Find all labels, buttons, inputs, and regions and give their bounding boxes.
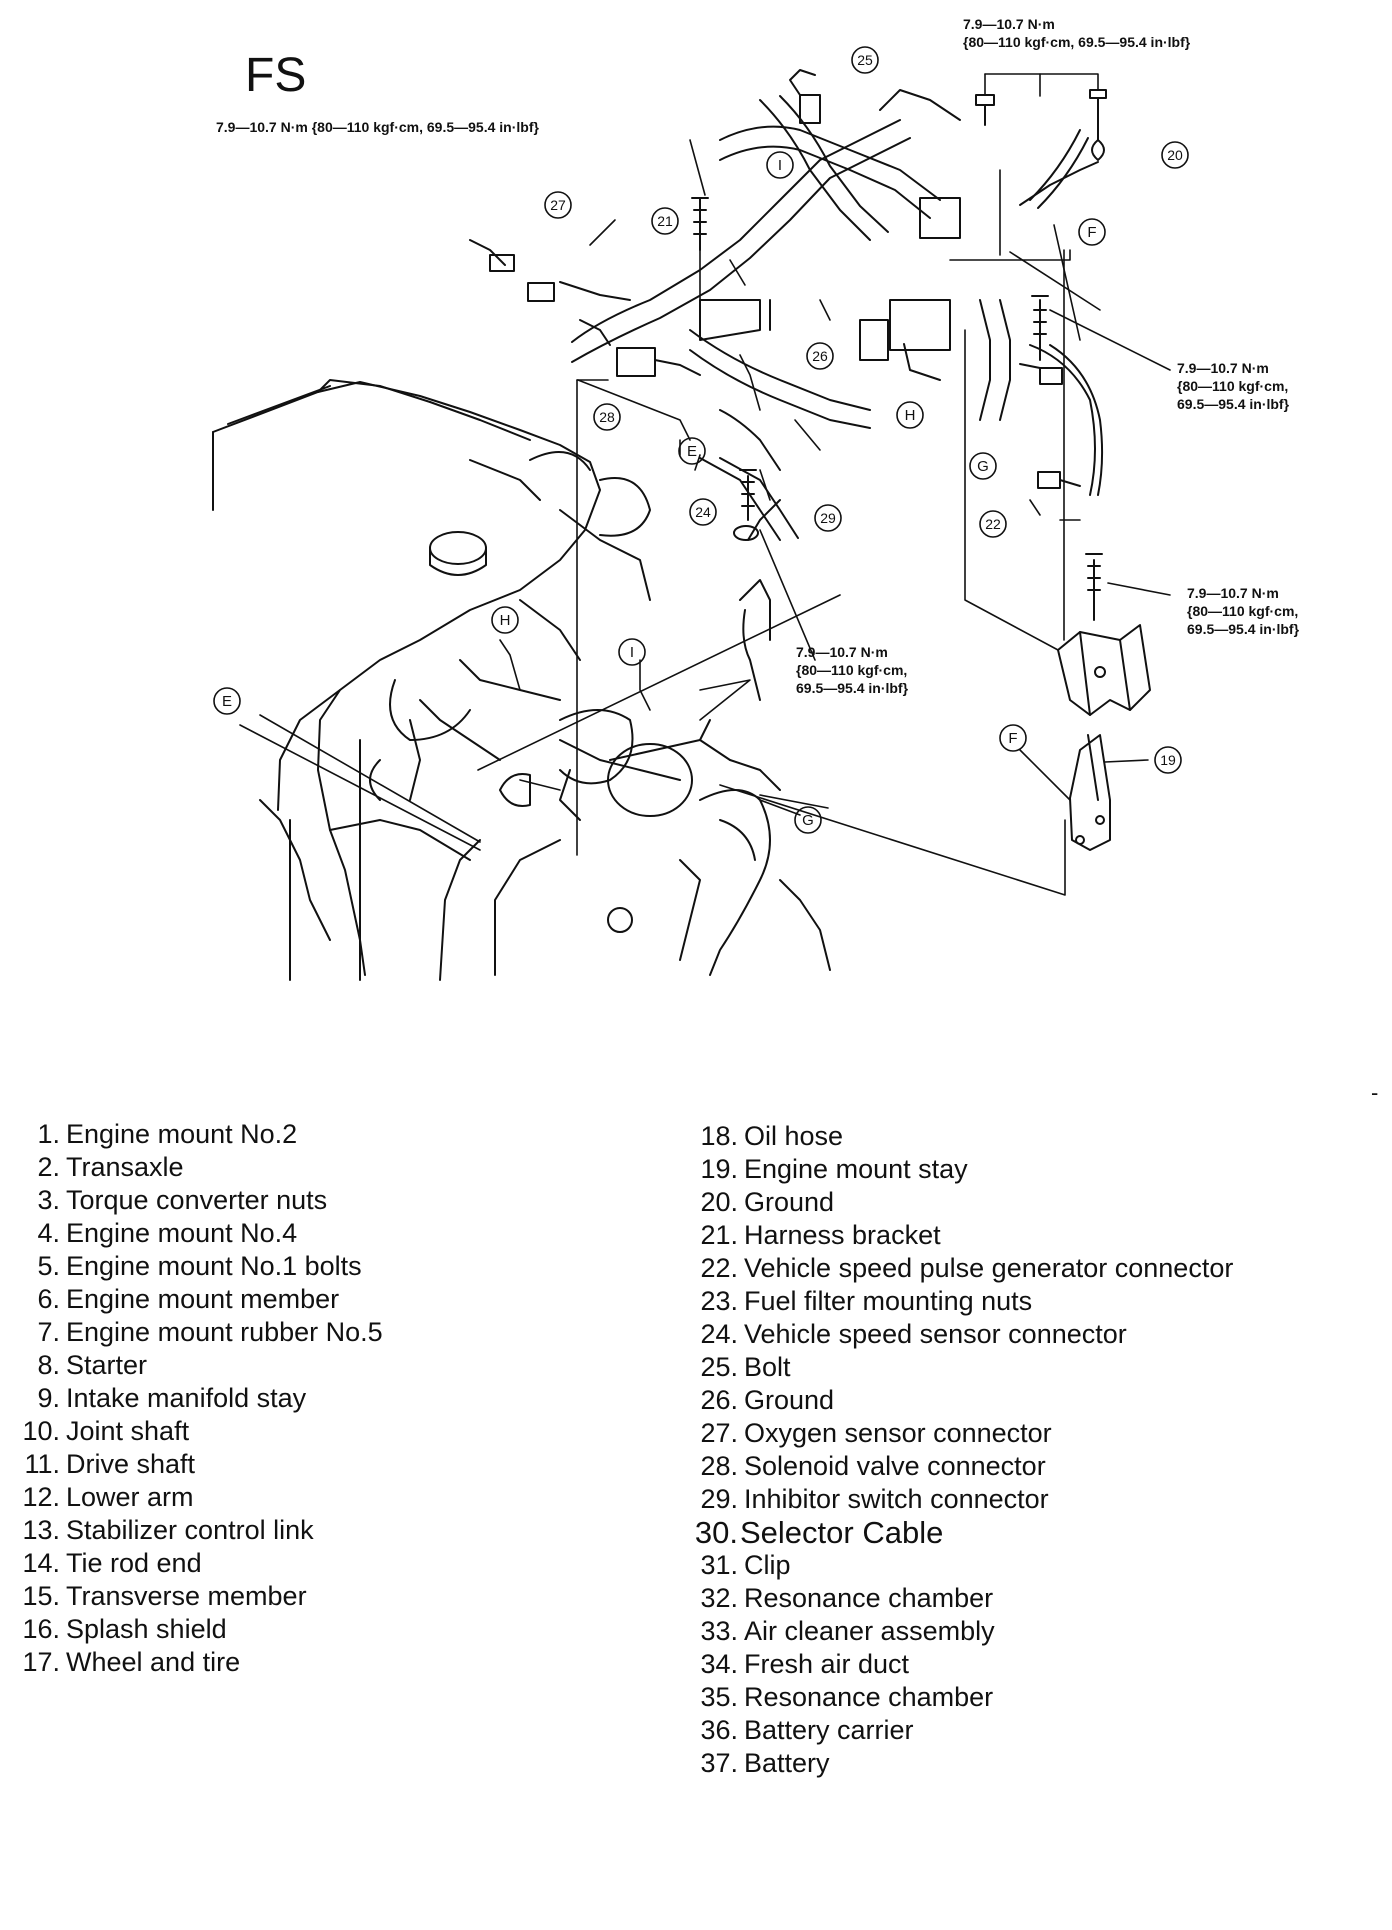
legend-item: 3.Torque converter nuts (37, 1185, 328, 1215)
legend-item: 21.Harness bracket (700, 1220, 941, 1250)
torque-spec-ground-bolt: 7.9—10.7 N·m {80—110 kgf·cm, 69.5—95.4 i… (796, 644, 909, 696)
ref-letter-e-top: E (687, 443, 697, 460)
ref-letter-h-bottom: H (500, 612, 511, 629)
legend-item: 31.Clip (700, 1550, 791, 1580)
torque-spec-top-right: 7.9—10.7 N·m {80—110 kgf·cm, 69.5—95.4 i… (963, 16, 1191, 50)
legend-item: 27.Oxygen sensor connector (700, 1418, 1052, 1448)
legend-item: 18.Oil hose (700, 1121, 844, 1151)
legend-item: 23.Fuel filter mounting nuts (700, 1286, 1033, 1316)
legend-item: 10.Joint shaft (22, 1416, 190, 1446)
legend-item: 4.Engine mount No.4 (37, 1218, 298, 1248)
wiring-harness-drawing (469, 69, 1104, 541)
margin-dash: - (1371, 1080, 1379, 1105)
legend-item: 36.Battery carrier (700, 1715, 914, 1745)
legend-item: 14.Tie rod end (22, 1548, 202, 1578)
legend-item-selector-cable: 30.Selector Cable (694, 1515, 944, 1550)
callout-26: 26 (812, 348, 828, 364)
callout-24: 25 (857, 52, 873, 68)
legend-item: 35.Resonance chamber (700, 1682, 994, 1712)
legend-item: 1.Engine mount No.2 (37, 1119, 298, 1149)
callout-28: 28 (599, 409, 615, 425)
engine-block-drawing (212, 379, 831, 981)
legend-item: 37.Battery (700, 1748, 830, 1778)
legend-item: 26.Ground (700, 1385, 835, 1415)
torque-spec-engine-mount-stay: 7.9—10.7 N·m {80—110 kgf·cm, 69.5—95.4 i… (1187, 585, 1300, 637)
legend-item: 17.Wheel and tire (22, 1647, 241, 1677)
legend-item: 28.Solenoid valve connector (700, 1451, 1046, 1481)
legend-item: 20.Ground (700, 1187, 835, 1217)
callout-22: 22 (985, 516, 1001, 532)
legend-item: 8.Starter (37, 1350, 148, 1380)
legend-item: 34.Fresh air duct (700, 1649, 910, 1679)
legend-item: 16.Splash shield (22, 1614, 227, 1644)
legend-item: 29.Inhibitor switch connector (700, 1484, 1049, 1514)
legend-item: 25.Bolt (700, 1352, 791, 1382)
legend-item: 11.Drive shaft (24, 1449, 196, 1479)
callout-circles-drawing (213, 46, 1189, 834)
legend-item: 5.Engine mount No.1 bolts (37, 1251, 362, 1281)
torque-spec-right-middle: 7.9—10.7 N·m {80—110 kgf·cm, 69.5—95.4 i… (1177, 360, 1290, 412)
legend-item: 32.Resonance chamber (700, 1583, 994, 1613)
ref-letter-f-bottom: F (1008, 730, 1017, 747)
legend-item: 2.Transaxle (37, 1152, 184, 1182)
page-title: FS (245, 49, 307, 102)
legend-left-column: 1.Engine mount No.2 2.Transaxle 3.Torque… (10, 1118, 383, 1679)
legend-item: 15.Transverse member (22, 1581, 307, 1611)
legend-item: 9.Intake manifold stay (37, 1383, 307, 1413)
legend-item: 22.Vehicle speed pulse generator connect… (700, 1253, 1234, 1283)
ref-letter-i-top: I (778, 157, 782, 174)
ground-wire-drawing (747, 161, 1099, 541)
legend-item: 6.Engine mount member (37, 1284, 340, 1314)
torque-spec-harness-bracket: 7.9—10.7 N·m {80—110 kgf·cm, 69.5—95.4 i… (216, 119, 539, 135)
legend-item: 12.Lower arm (22, 1482, 194, 1512)
ref-letter-i-bottom: I (630, 644, 634, 661)
legend-item: 24.Vehicle speed sensor connector (700, 1319, 1127, 1349)
legend-item: 19.Engine mount stay (700, 1154, 968, 1184)
legend-item: 33.Air cleaner assembly (700, 1616, 995, 1646)
bolts-drawing (691, 89, 1107, 621)
callout-25: 24 (695, 504, 711, 520)
callout-29: 29 (820, 510, 836, 526)
callout-21: 21 (657, 213, 673, 229)
ref-letter-e-bottom: E (222, 693, 232, 710)
callout-27: 27 (550, 197, 566, 213)
engine-mount-stay-drawing (1057, 624, 1151, 851)
ref-letter-f-top: F (1087, 224, 1096, 241)
legend-item: 7.Engine mount rubber No.5 (37, 1317, 383, 1347)
callout-20: 20 (1167, 147, 1183, 163)
callout-19: 19 (1160, 752, 1176, 768)
legend-item: 13.Stabilizer control link (22, 1515, 314, 1545)
ref-letter-g-bottom: G (802, 812, 814, 829)
exploded-view-diagram: 25 20 21 27 28 26 24 29 22 19 I F H E G … (212, 46, 1189, 981)
ref-letter-g-top: G (977, 458, 989, 475)
leader-lines-drawing (239, 73, 1171, 896)
legend-right-column: 18.Oil hose 19.Engine mount stay 20.Grou… (668, 1120, 1233, 1780)
ref-letter-h-top: H (905, 407, 916, 424)
